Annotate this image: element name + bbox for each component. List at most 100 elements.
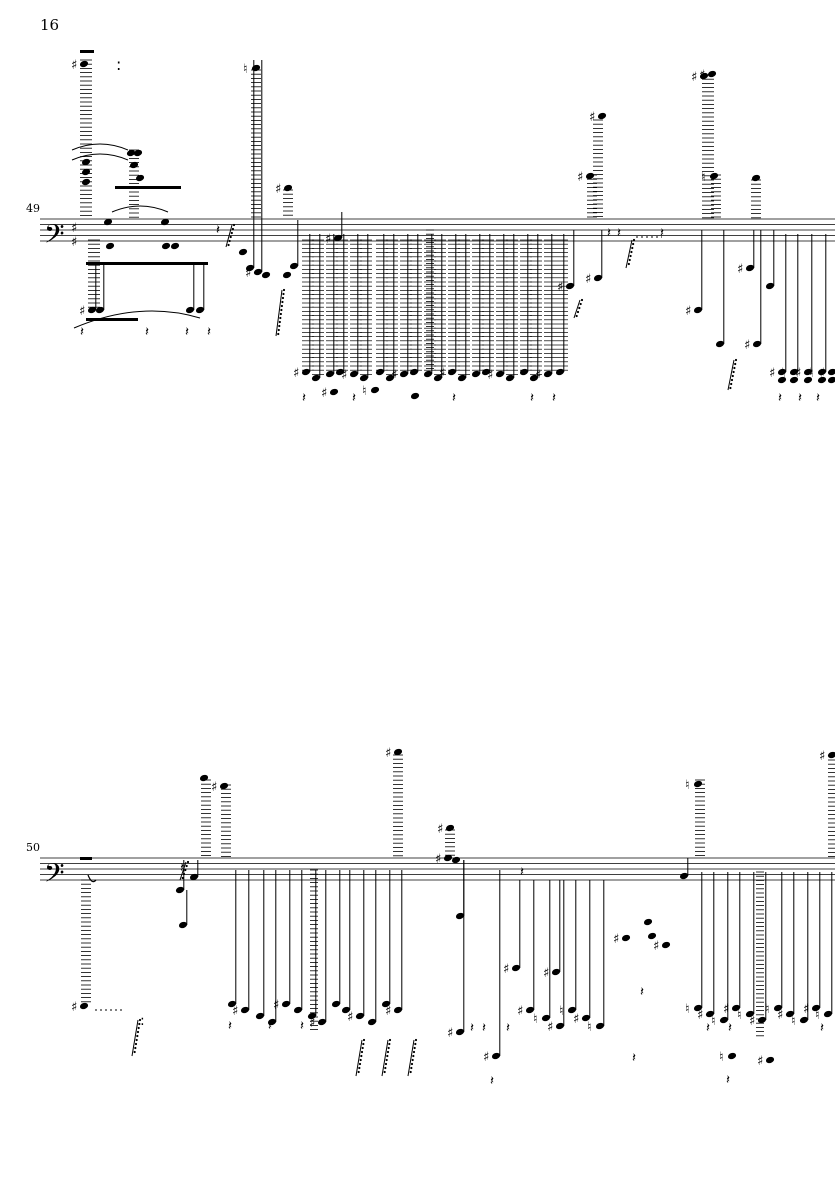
- accidental: ♯: [321, 386, 327, 401]
- tremolo-dot: [134, 1046, 137, 1050]
- accidental: ♮: [719, 1050, 724, 1065]
- notehead: [331, 1000, 341, 1008]
- accidental: ♮: [533, 1012, 538, 1027]
- rest: 𝄽: [728, 1021, 732, 1036]
- rest: 𝄽: [520, 865, 524, 880]
- notehead: [95, 306, 105, 314]
- rest: 𝄽: [490, 1074, 494, 1089]
- accidental: ♮: [701, 170, 706, 185]
- tremolo-dot: [580, 298, 584, 302]
- accidental: ♯: [585, 272, 591, 287]
- tremolo-dot: [413, 1046, 416, 1050]
- accidental: ♯: [819, 366, 825, 381]
- notehead: [293, 1006, 303, 1014]
- rest: 𝄽: [352, 391, 356, 406]
- notehead: [541, 1014, 551, 1022]
- accidental: ♯: [557, 280, 563, 295]
- notehead: [597, 112, 607, 120]
- notehead: [593, 274, 603, 282]
- accidental: ♯: [547, 1020, 553, 1035]
- notehead: [565, 282, 575, 290]
- notehead: [777, 376, 787, 384]
- accidental: ♯: [737, 262, 743, 277]
- notehead: [423, 370, 433, 378]
- tremolo-dot: [357, 1070, 360, 1074]
- notehead: [289, 262, 299, 270]
- accidental: ♯: [437, 822, 443, 837]
- accidental: ♯: [573, 1012, 579, 1027]
- notehead: [752, 340, 762, 348]
- tremolo-dot: [632, 242, 635, 246]
- notehead: [525, 1006, 535, 1014]
- accidental: ♯: [589, 110, 595, 125]
- notehead: [693, 1004, 703, 1012]
- accidental: ♯: [653, 939, 659, 954]
- tremolo-dot: [228, 239, 231, 243]
- beam: [115, 186, 181, 189]
- notehead: [355, 1012, 365, 1020]
- accidental: ♯: [447, 1026, 453, 1041]
- accidental: ♯: [232, 1004, 238, 1019]
- accidental: ♯: [577, 170, 583, 185]
- notehead: [451, 856, 461, 864]
- tremolo-dot: [361, 1046, 364, 1050]
- rest: 𝄽: [778, 391, 782, 406]
- notehead: [817, 368, 827, 376]
- notehead: [745, 264, 755, 272]
- tremolo-dot: [730, 378, 734, 382]
- key-sharp: ♯: [71, 221, 77, 236]
- notehead: [455, 912, 465, 920]
- notehead: [789, 368, 799, 376]
- tremolo-stroke: [625, 239, 633, 269]
- notehead: [715, 340, 725, 348]
- notehead: [195, 306, 205, 314]
- rest: 𝄽: [482, 1021, 486, 1036]
- notehead: [443, 854, 453, 862]
- tremolo-dot: [137, 1026, 140, 1030]
- tremolo-dot: [133, 1050, 136, 1054]
- notehead: [349, 370, 359, 378]
- rest: 𝄽: [470, 1021, 474, 1036]
- staff-system-50: 𝄢♯:𝄽♯♯♯♯♯♯𝄽𝄽𝄽♯♯♯♯♯𝄽𝄽𝄽𝄽𝄽♯♯♯♮♯♮♯♮♯♯𝄽𝄽♮♮♯♮♯…: [40, 746, 835, 1089]
- tremolo-stroke: [355, 1039, 363, 1077]
- notehead: [827, 368, 835, 376]
- tremolo-dot: [631, 246, 634, 250]
- notehead: [511, 964, 521, 972]
- accidental: ♮: [781, 366, 786, 381]
- accidental: ♯: [744, 338, 750, 353]
- notehead: [643, 918, 653, 926]
- notehead: [105, 242, 115, 250]
- tremolo-dot: [734, 358, 738, 362]
- notehead: [129, 161, 139, 169]
- notehead: [827, 751, 835, 759]
- tremolo-dot: [733, 366, 736, 370]
- tremolo-dot: [135, 1038, 138, 1042]
- tremolo-stroke: [727, 359, 735, 391]
- notehead: [317, 1018, 327, 1026]
- slur: [111, 205, 169, 213]
- accidental: ♯: [685, 304, 691, 319]
- notehead: [245, 264, 255, 272]
- notehead: [699, 72, 709, 80]
- tremolo-dot: [414, 1038, 418, 1042]
- notehead: [175, 886, 185, 894]
- notehead: [311, 374, 321, 382]
- tremolo-dot: [281, 296, 285, 300]
- tremolo-dot: [362, 1042, 365, 1046]
- tremolo-dot: [359, 1058, 362, 1062]
- accidental: ♯: [749, 1014, 755, 1029]
- accidental: ♯: [777, 1008, 783, 1023]
- notehead: [81, 178, 91, 186]
- accidental: ♯: [757, 1054, 763, 1069]
- tremolo-dot: [281, 300, 284, 304]
- page-number: 16: [40, 16, 60, 34]
- tremolo-dot: [136, 1030, 140, 1034]
- notehead: [817, 376, 827, 384]
- notehead: [185, 306, 195, 314]
- tremolo-stroke: [573, 299, 581, 319]
- tremolo-dot: [729, 386, 732, 390]
- rest: 𝄽: [706, 1021, 710, 1036]
- notehead: [765, 1056, 775, 1064]
- tremolo-dot: [409, 1070, 412, 1074]
- notehead: [785, 1010, 795, 1018]
